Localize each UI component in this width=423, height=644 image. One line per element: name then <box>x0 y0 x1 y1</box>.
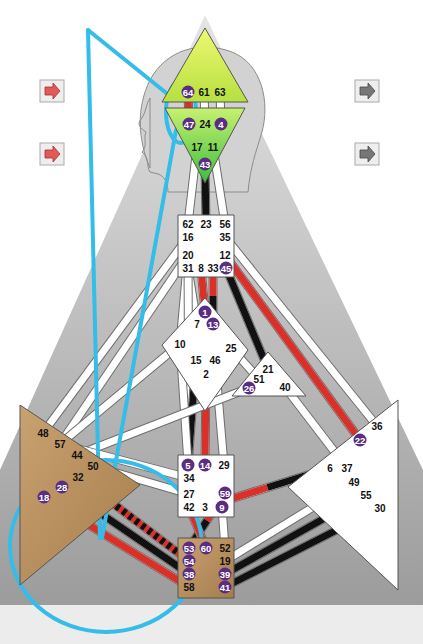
gate-number: 54 <box>183 555 196 568</box>
gate-number: 28 <box>56 481 69 494</box>
gate-number: 51 <box>253 374 264 385</box>
gate-number: 2 <box>203 369 209 380</box>
gate-number: 3 <box>202 502 208 513</box>
gate-number: 12 <box>219 250 230 261</box>
gate-number: 27 <box>183 489 194 500</box>
gate-number: 32 <box>72 472 83 483</box>
gate-number: 11 <box>208 142 219 153</box>
gate-number: 38 <box>183 568 196 581</box>
gate-number: 42 <box>183 502 194 513</box>
gate-number: 33 <box>207 263 218 274</box>
gate-number: 5 <box>182 459 195 472</box>
gate-number: 10 <box>174 339 185 350</box>
gate-number: 30 <box>374 503 385 514</box>
gate-number: 41 <box>219 581 232 594</box>
gate-number: 63 <box>214 87 225 98</box>
gate-number: 13 <box>207 318 220 331</box>
center-shape <box>162 106 248 186</box>
gate-number: 8 <box>198 263 204 274</box>
gate-number: 19 <box>219 556 230 567</box>
energy-center: 6461 63 <box>158 24 252 106</box>
gate-number: 20 <box>182 250 193 261</box>
energy-center: 36 22 6 37 495530 <box>286 398 400 592</box>
gate-number: 50 <box>87 461 98 472</box>
gate-number: 43 <box>199 158 212 171</box>
gate-number: 35 <box>219 232 230 243</box>
energy-center: 215126 40 <box>230 350 308 398</box>
channel <box>77 388 249 455</box>
gate-number: 45 <box>220 262 233 275</box>
gate-number: 36 <box>371 421 382 432</box>
gate-number: 1 <box>199 306 212 319</box>
center-shape <box>286 398 400 592</box>
gate-number: 58 <box>183 582 194 593</box>
gate-number: 44 <box>71 450 82 461</box>
gate-number: 49 <box>348 477 359 488</box>
gate-number: 34 <box>183 473 194 484</box>
energy-center: 62 23 56 16 35 20 12 31 83345 <box>176 213 236 279</box>
gate-number: 18 <box>38 491 51 504</box>
gate-number: 4 <box>215 118 228 131</box>
gate-number: 55 <box>360 490 371 501</box>
gate-number: 39 <box>219 568 232 581</box>
gate-number: 9 <box>216 501 229 514</box>
gate-number: 24 <box>199 119 210 130</box>
gate-number: 52 <box>219 543 230 554</box>
gate-number: 48 <box>37 428 48 439</box>
gate-number: 61 <box>198 87 209 98</box>
gate-number: 15 <box>190 355 201 366</box>
gate-number: 7 <box>194 319 200 330</box>
gate-number: 21 <box>262 364 273 375</box>
gate-number: 46 <box>209 355 220 366</box>
energy-center: 5 14 29 34 27 59 42 39 <box>176 453 236 519</box>
gate-number: 47 <box>183 118 196 131</box>
energy-center: 48 57 44 50 3228 18 <box>18 403 142 587</box>
gate-number: 6 <box>327 463 333 474</box>
gate-number: 22 <box>354 434 367 447</box>
gate-number: 14 <box>199 459 212 472</box>
gate-number: 26 <box>243 382 256 395</box>
gate-number: 56 <box>219 219 230 230</box>
gate-number: 59 <box>219 487 232 500</box>
gate-number: 60 <box>200 542 213 555</box>
gate-number: 37 <box>341 463 352 474</box>
gate-number: 53 <box>183 542 196 555</box>
gate-number: 25 <box>225 343 236 354</box>
gate-number: 31 <box>182 263 193 274</box>
gate-number: 62 <box>182 219 193 230</box>
gate-number: 64 <box>182 86 195 99</box>
gate-number: 57 <box>54 439 65 450</box>
energy-center: 4724 4 17 11 43 <box>162 106 248 186</box>
gate-number: 40 <box>279 382 290 393</box>
channel <box>225 237 377 426</box>
gate-number: 23 <box>200 219 211 230</box>
gate-number: 17 <box>191 142 202 153</box>
gate-number: 29 <box>218 460 229 471</box>
energy-center: 53 60 52 54 19 38 39 58 41 <box>176 536 236 600</box>
gate-number: 16 <box>182 232 193 243</box>
